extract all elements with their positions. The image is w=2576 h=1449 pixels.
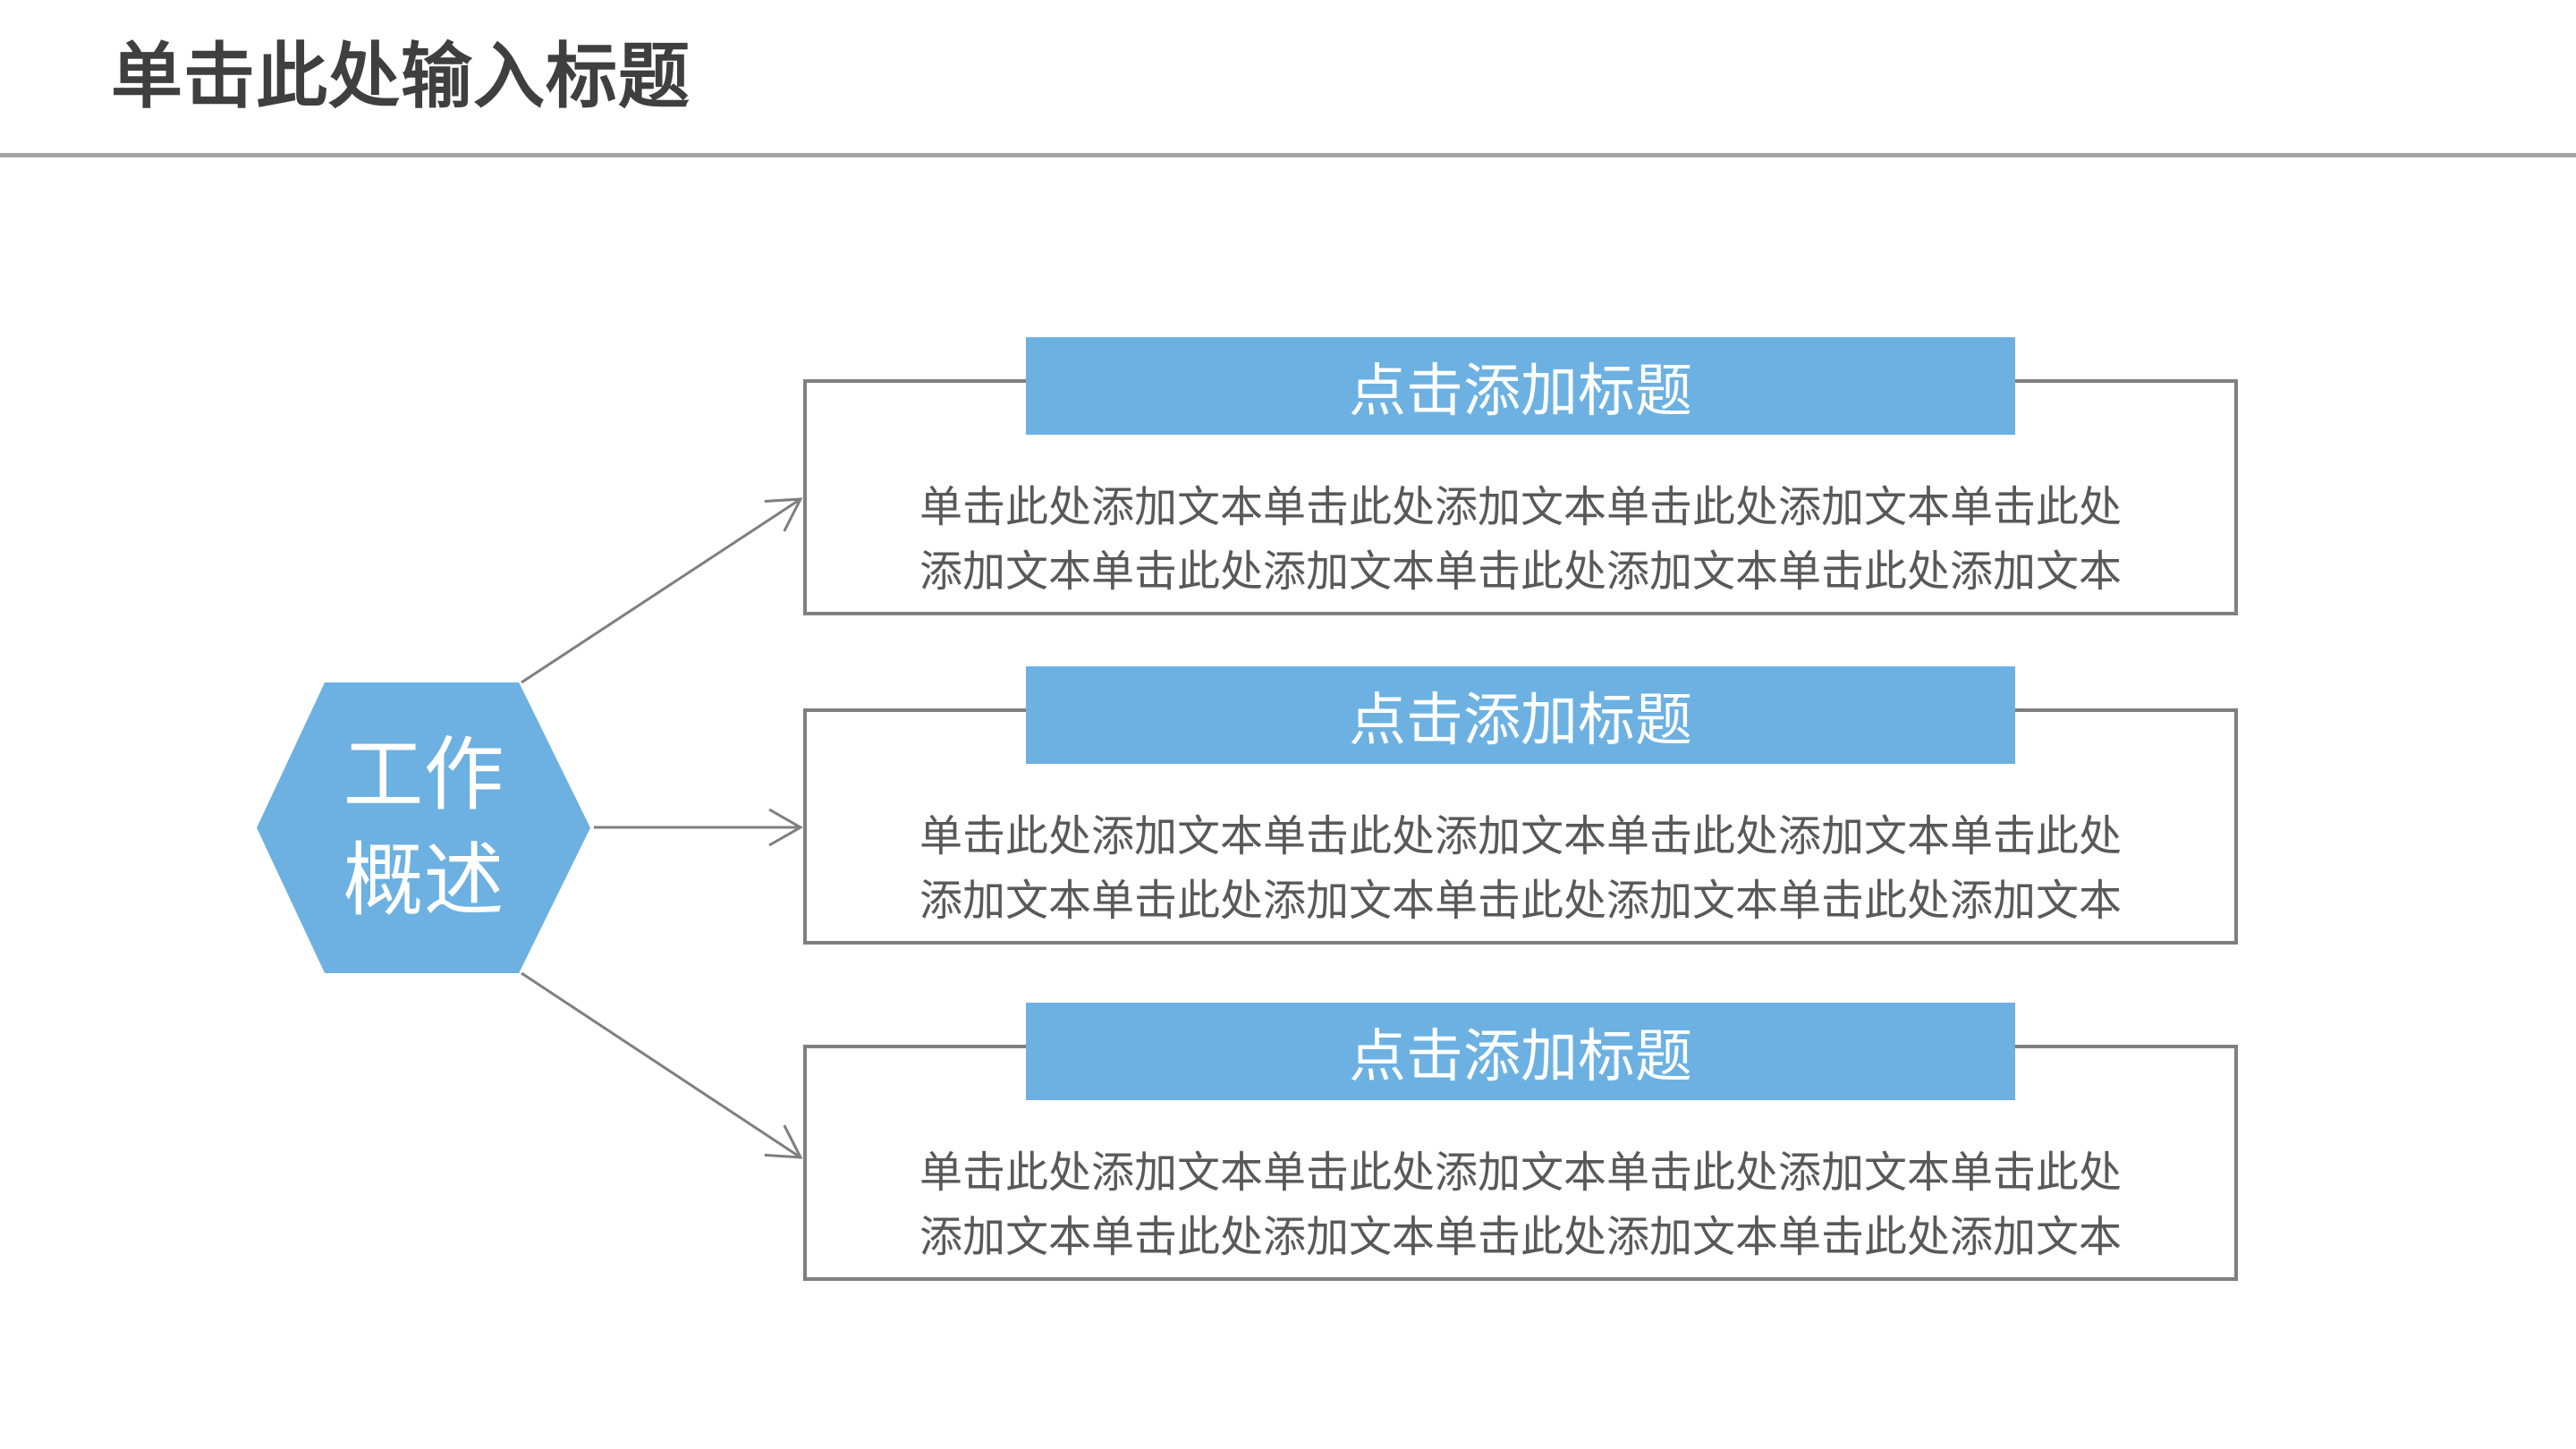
connector-arrow-top xyxy=(521,497,803,684)
title-separator-line xyxy=(0,153,2576,157)
branch-1-body[interactable]: 单击此处添加文本单击此处添加文本单击此处添加文本单击此处 添加文本单击此处添加文… xyxy=(807,476,2234,605)
branch-1-body-line-2: 添加文本单击此处添加文本单击此处添加文本单击此处添加文本 xyxy=(919,548,2122,596)
branch-2-body[interactable]: 单击此处添加文本单击此处添加文本单击此处添加文本单击此处 添加文本单击此处添加文… xyxy=(807,805,2234,934)
branch-3-body[interactable]: 单击此处添加文本单击此处添加文本单击此处添加文本单击此处 添加文本单击此处添加文… xyxy=(807,1141,2234,1270)
connector-arrow-bottom xyxy=(521,971,803,1159)
hexagon-label-line2: 概述 xyxy=(343,835,504,926)
hexagon-topic-shape[interactable]: 工作 概述 xyxy=(257,682,590,973)
branch-box-2[interactable]: 点击添加标题 单击此处添加文本单击此处添加文本单击此处添加文本单击此处 添加文本… xyxy=(803,666,2238,945)
branch-box-3[interactable]: 点击添加标题 单击此处添加文本单击此处添加文本单击此处添加文本单击此处 添加文本… xyxy=(803,1003,2238,1281)
branch-3-body-line-2: 添加文本单击此处添加文本单击此处添加文本单击此处添加文本 xyxy=(919,1214,2122,1261)
branch-2-header[interactable]: 点击添加标题 xyxy=(1026,666,2015,764)
branch-2-body-line-2: 添加文本单击此处添加文本单击此处添加文本单击此处添加文本 xyxy=(919,877,2122,925)
branch-1-body-line-1: 单击此处添加文本单击此处添加文本单击此处添加文本单击此处 xyxy=(919,484,2122,531)
slide-title[interactable]: 单击此处输入标题 xyxy=(111,37,691,116)
branch-1-header[interactable]: 点击添加标题 xyxy=(1026,337,2015,435)
branch-3-body-line-1: 单击此处添加文本单击此处添加文本单击此处添加文本单击此处 xyxy=(919,1149,2122,1197)
branch-box-1[interactable]: 点击添加标题 单击此处添加文本单击此处添加文本单击此处添加文本单击此处 添加文本… xyxy=(803,337,2238,615)
branch-3-header[interactable]: 点击添加标题 xyxy=(1026,1003,2015,1100)
branch-2-body-line-1: 单击此处添加文本单击此处添加文本单击此处添加文本单击此处 xyxy=(919,813,2122,860)
hexagon-label-line1: 工作 xyxy=(343,730,504,820)
